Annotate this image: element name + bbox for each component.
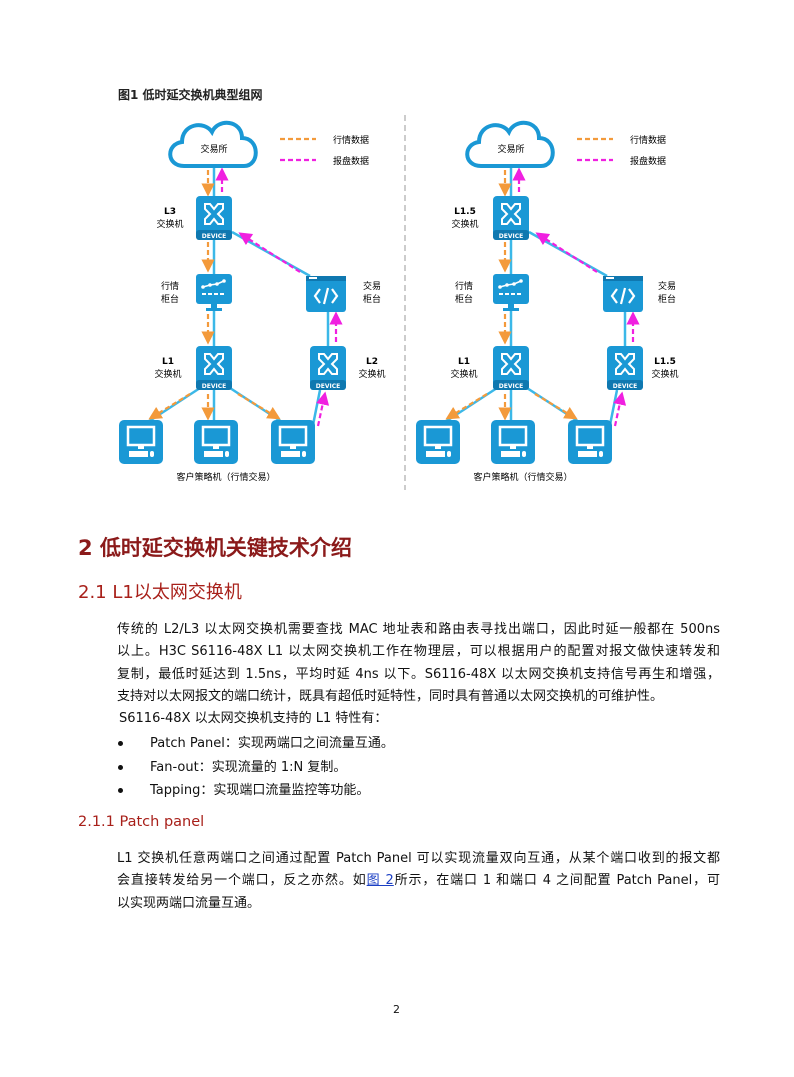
switch-label: 交换机 — [156, 218, 183, 230]
bullet-text: Tapping：实现端口流量监控等功能。 — [150, 783, 370, 798]
figure-title: 图1 低时延交换机典型组网 — [118, 88, 263, 102]
paragraph-line: L1 交换机任意两端口之间通过配置 Patch Panel 可以实现流量双向互通… — [117, 851, 720, 866]
computer-icon — [566, 418, 614, 466]
cloud-label: 交易所 — [497, 143, 524, 155]
hosts-caption: 客户策略机（行情交易） — [473, 471, 572, 483]
code-icon — [601, 274, 645, 314]
legend-order: 报盘数据 — [333, 155, 369, 167]
counter-label: 交易 — [363, 280, 381, 292]
bullet-item: Fan-out：实现流量的 1:N 复制。 — [118, 756, 346, 775]
switch-label: 交换机 — [451, 218, 478, 230]
switch-label: 交换机 — [154, 368, 181, 380]
counter-label: 柜台 — [363, 293, 381, 305]
network-diagram: 交易所 行情数据 报盘数据 DEVICE L3 交换机 行情 柜台 交易 柜台 … — [117, 115, 679, 490]
computer-icon — [414, 418, 462, 466]
counter-label: 行情 — [161, 280, 179, 292]
bullet-icon — [118, 741, 123, 746]
bullet-item: Tapping：实现端口流量监控等功能。 — [118, 779, 369, 798]
bullet-text: Fan-out：实现流量的 1:N 复制。 — [150, 760, 347, 775]
hosts-caption: 客户策略机（行情交易） — [176, 471, 275, 483]
device-label: DEVICE — [202, 383, 226, 390]
bullet-text: Patch Panel：实现两端口之间流量互通。 — [150, 736, 394, 751]
page-number: 2 — [393, 1003, 400, 1016]
computer-icon — [117, 418, 165, 466]
features-intro: S6116-48X 以太网交换机支持的 L1 特性有： — [119, 711, 388, 727]
device-label: DEVICE — [316, 383, 340, 390]
device-label: DEVICE — [499, 383, 523, 390]
switch-label: 交换机 — [450, 368, 477, 380]
paragraph-line: 以上。H3C S6116-48X L1 以太网交换机工作在物理层，可以根据用户的… — [117, 644, 720, 660]
figure-2-link[interactable]: 图 2 — [366, 873, 394, 889]
bullet-icon — [118, 765, 123, 770]
counter-label: 柜台 — [161, 293, 179, 305]
legend-order: 报盘数据 — [630, 155, 666, 167]
text: 所示，在端口 1 和端口 4 之间配置 Patch Panel，可 — [393, 873, 720, 889]
section-heading-2-1-1: 2.1.1 Patch panel — [78, 814, 205, 830]
bullet-icon — [118, 788, 123, 793]
diagram-panel-left: 交易所 行情数据 报盘数据 DEVICE L3 交换机 行情 柜台 交易 柜台 … — [117, 120, 386, 483]
switch-label: L1 — [458, 357, 470, 367]
section-heading-2: 2 低时延交换机关键技术介绍 — [78, 536, 352, 560]
computer-icon — [489, 418, 537, 466]
paragraph-line: 传统的 L2/L3 以太网交换机需要查找 MAC 地址表和路由表寻找出端口，因此… — [117, 622, 720, 637]
legend-market: 行情数据 — [630, 134, 666, 146]
switch-label: L2 — [366, 357, 378, 367]
section-2-1-paragraph: 传统的 L2/L3 以太网交换机需要查找 MAC 地址表和路由表寻找出端口，因此… — [117, 619, 720, 730]
counter-label: 行情 — [455, 280, 473, 292]
device-label: DEVICE — [202, 233, 226, 240]
computer-icon — [192, 418, 240, 466]
bullet-item: Patch Panel：实现两端口之间流量互通。 — [118, 732, 394, 751]
counter-label: 交易 — [658, 280, 676, 292]
cloud-label: 交易所 — [200, 143, 227, 155]
switch-label: L1.5 — [454, 207, 476, 217]
diagram-panel-right: 交易所 行情数据 报盘数据 DEVICE L1.5 交换机 行情 柜台 交易 柜… — [414, 120, 679, 483]
switch-label: L1 — [162, 357, 174, 367]
paragraph-line: 会直接转发给另一个端口，反之亦然。如图 2所示，在端口 1 和端口 4 之间配置… — [117, 870, 720, 892]
paragraph-line: 支持对以太网报文的端口统计，既具有超低时延特性，同时具有普通以太网交换机的可维护… — [117, 688, 664, 704]
paragraph-line: 以实现两端口流量互通。 — [117, 895, 261, 911]
monitor-icon — [195, 273, 233, 312]
paragraph-line: 复制，最低时延达到 1.5ns，平均时延 4ns 以下。S6116-48X 以太… — [117, 666, 720, 682]
section-2-1-1-paragraph: L1 交换机任意两端口之间通过配置 Patch Panel 可以实现流量双向互通… — [117, 848, 720, 915]
computer-icon — [269, 418, 317, 466]
switch-label: 交换机 — [358, 368, 385, 380]
text: 会直接转发给另一个端口，反之亦然。如 — [117, 873, 367, 889]
switch-label: L1.5 — [654, 357, 676, 367]
device-label: DEVICE — [499, 233, 523, 240]
switch-label: L3 — [164, 207, 176, 217]
code-icon — [304, 274, 348, 314]
counter-label: 柜台 — [658, 293, 676, 305]
counter-label: 柜台 — [455, 293, 473, 305]
monitor-icon — [492, 273, 530, 312]
legend-market: 行情数据 — [333, 134, 369, 146]
section-heading-2-1: 2.1 L1以太网交换机 — [78, 582, 242, 603]
device-label: DEVICE — [613, 383, 637, 390]
switch-label: 交换机 — [651, 368, 678, 380]
